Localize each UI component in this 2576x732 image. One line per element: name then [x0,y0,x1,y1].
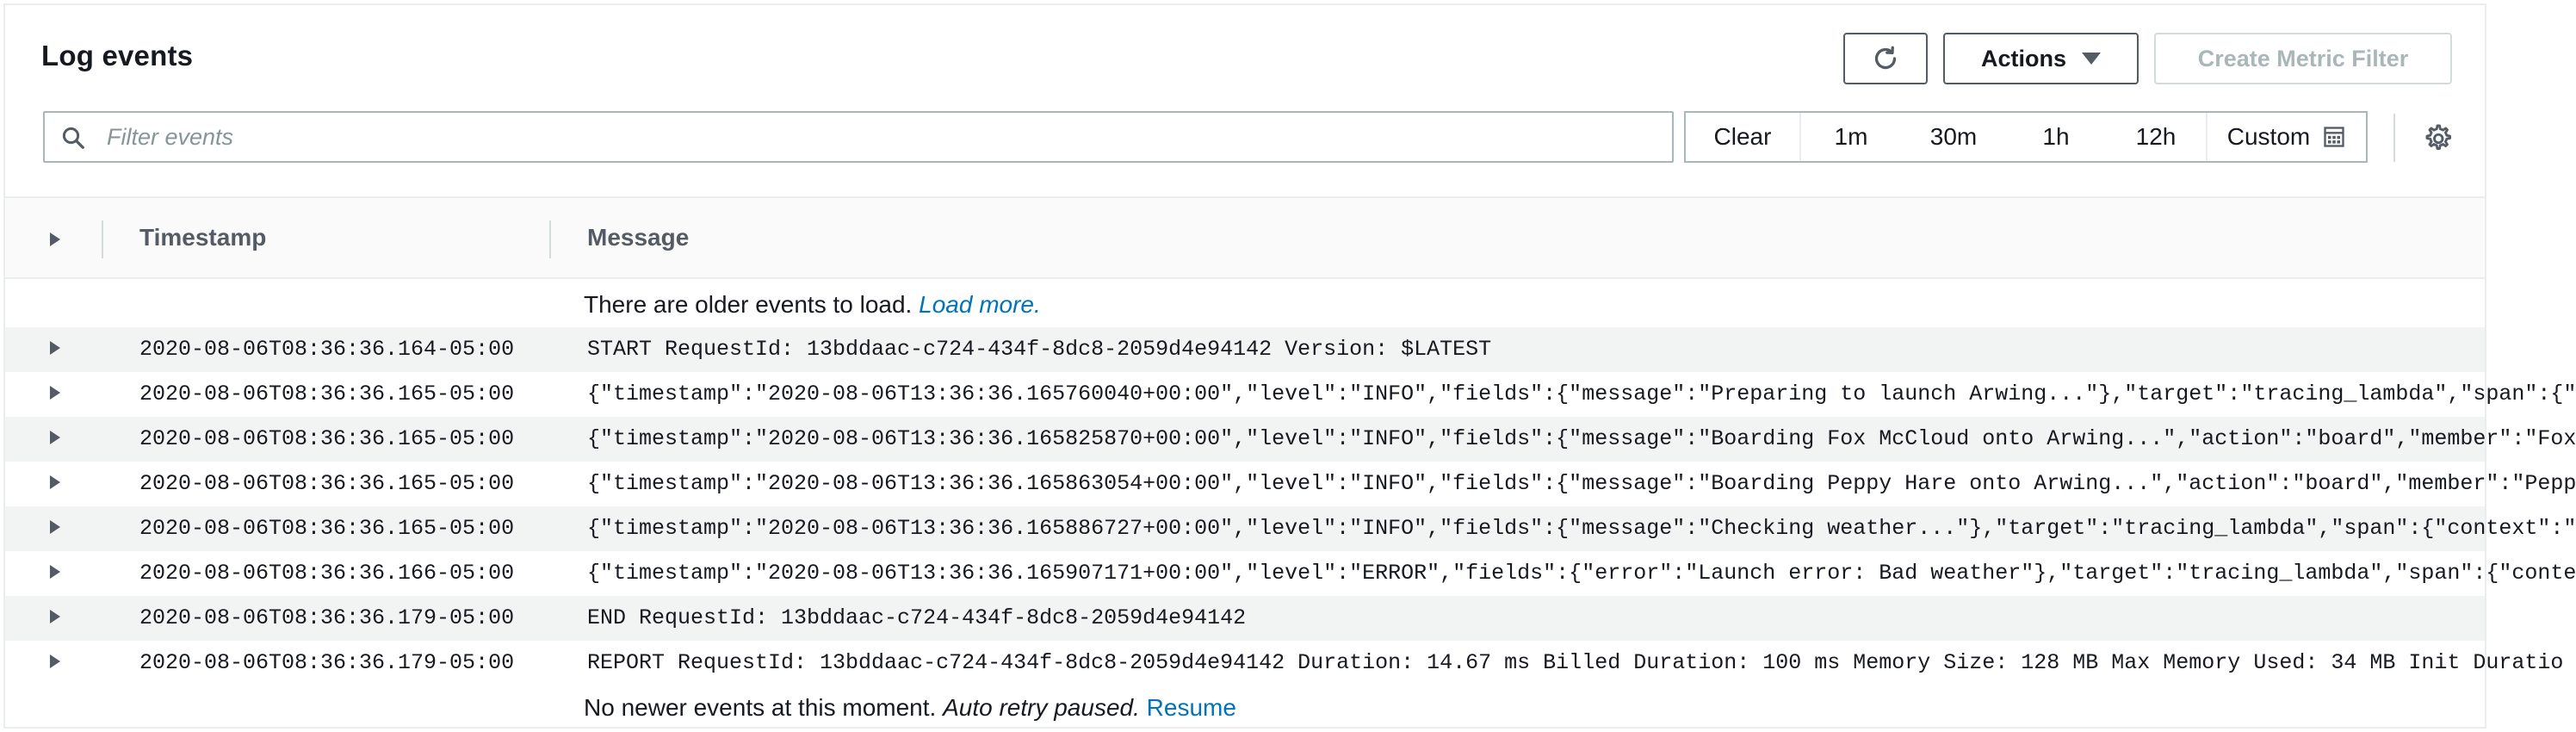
log-events-panel: Log events Actions Create Metric Filter … [3,3,2576,729]
expand-row-icon[interactable] [49,339,61,357]
expand-row-icon[interactable] [49,563,61,580]
row-timestamp: 2020-08-06T08:36:36.179-05:00 [139,605,515,630]
expand-row-icon[interactable] [49,608,61,625]
row-timestamp: 2020-08-06T08:36:36.165-05:00 [139,471,515,496]
older-events-text: There are older events to load. [584,291,913,318]
row-message: {"timestamp":"2020-08-06T13:36:36.165825… [587,426,2576,451]
range-12h-button[interactable]: 12h [2135,123,2177,150]
table-header: Timestamp Message [5,196,2485,279]
expand-row-icon[interactable] [49,474,61,491]
newer-events-notice: No newer events at this moment. Auto ret… [584,694,1236,722]
row-timestamp: 2020-08-06T08:36:36.165-05:00 [139,516,515,541]
resume-link[interactable]: Resume [1146,694,1236,721]
filter-events-field[interactable] [43,111,1674,163]
actions-dropdown-button[interactable]: Actions [1943,33,2139,84]
expand-row-icon[interactable] [49,384,61,401]
table-row[interactable]: 2020-08-06T08:36:36.165-05:00 {"timestam… [5,417,2576,462]
table-row[interactable]: 2020-08-06T08:36:36.164-05:00 START Requ… [5,327,2485,372]
expand-row-icon[interactable] [49,429,61,446]
table-row[interactable]: 2020-08-06T08:36:36.179-05:00 END Reques… [5,596,2485,641]
row-message: {"timestamp":"2020-08-06T13:36:36.165863… [587,471,2576,496]
range-1m-button[interactable]: 1m [1834,123,1868,150]
column-header-message[interactable]: Message [587,224,690,251]
table-row[interactable]: 2020-08-06T08:36:36.179-05:00 REPORT Req… [5,641,2563,685]
create-metric-filter-button[interactable]: Create Metric Filter [2154,33,2452,84]
search-icon [62,127,84,149]
column-divider [102,220,103,258]
time-range-selector: Clear 1m 30m 1h 12h Custom [1684,111,2368,163]
column-header-timestamp[interactable]: Timestamp [139,224,267,251]
row-message: END RequestId: 13bddaac-c724-434f-8dc8-2… [587,605,1247,630]
actions-label: Actions [1980,45,2066,71]
filter-events-input[interactable] [105,120,1655,154]
clear-range-button[interactable]: Clear [1686,113,1801,161]
table-row[interactable]: 2020-08-06T08:36:36.166-05:00 {"timestam… [5,551,2576,596]
create-metric-filter-label: Create Metric Filter [2197,45,2409,71]
table-row[interactable]: 2020-08-06T08:36:36.165-05:00 {"timestam… [5,506,2576,551]
refresh-icon [1874,46,1897,70]
panel-header: Log events Actions Create Metric Filter … [5,5,2485,196]
custom-range-button[interactable]: Custom [2206,113,2366,161]
load-more-link[interactable]: Load more. [919,291,1041,318]
refresh-button[interactable] [1843,33,1928,84]
range-1h-button[interactable]: 1h [2042,123,2070,150]
caret-down-icon [2082,53,2101,65]
page-title: Log events [41,40,194,71]
newer-events-text: No newer events at this moment. [584,694,937,721]
table-row[interactable]: 2020-08-06T08:36:36.165-05:00 {"timestam… [5,372,2576,417]
gear-icon[interactable] [2421,122,2454,155]
column-divider [549,220,551,258]
expand-row-icon[interactable] [49,518,61,536]
row-message: {"timestamp":"2020-08-06T13:36:36.165886… [587,516,2576,541]
row-message: {"timestamp":"2020-08-06T13:36:36.165760… [587,382,2576,406]
expand-row-icon[interactable] [49,653,61,670]
row-message: START RequestId: 13bddaac-c724-434f-8dc8… [587,337,1492,362]
row-timestamp: 2020-08-06T08:36:36.166-05:00 [139,561,515,586]
row-timestamp: 2020-08-06T08:36:36.164-05:00 [139,337,515,362]
row-message: {"timestamp":"2020-08-06T13:36:36.165907… [587,561,2576,586]
custom-range-label: Custom [2226,123,2311,150]
calendar-icon [2324,127,2344,147]
row-timestamp: 2020-08-06T08:36:36.165-05:00 [139,382,515,406]
table-row[interactable]: 2020-08-06T08:36:36.165-05:00 {"timestam… [5,462,2576,506]
older-events-notice: There are older events to load. Load mor… [584,291,1041,319]
row-timestamp: 2020-08-06T08:36:36.165-05:00 [139,426,515,451]
expand-all-icon[interactable] [48,231,62,248]
range-30m-button[interactable]: 30m [1929,123,1978,150]
divider [2393,114,2395,162]
auto-retry-status: Auto retry paused. [943,694,1140,721]
row-timestamp: 2020-08-06T08:36:36.179-05:00 [139,650,515,675]
row-message: REPORT RequestId: 13bddaac-c724-434f-8dc… [587,650,2564,675]
